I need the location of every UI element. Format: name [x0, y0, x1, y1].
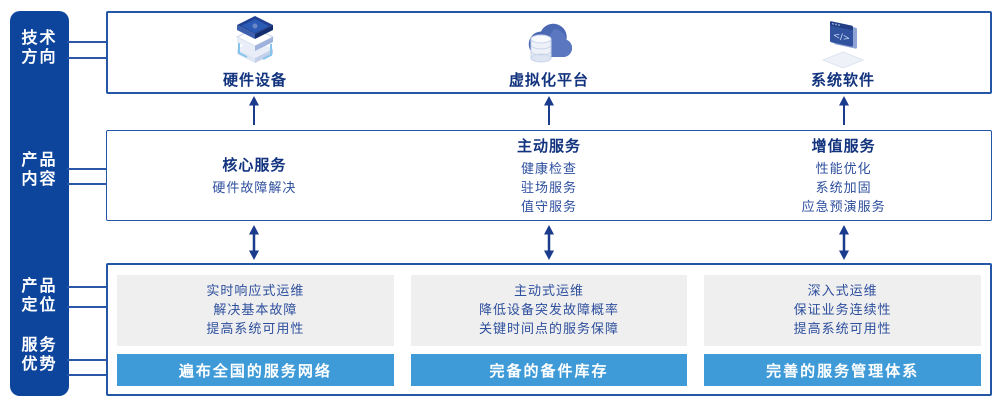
service-col-value-added: 增值服务 性能优化 系统加固 应急预演服务 — [696, 131, 991, 220]
service-heading: 核心服务 — [222, 155, 287, 174]
sidebar-label-line: 产品 — [21, 150, 58, 169]
connector-line — [67, 306, 106, 308]
positioning-point: 主动式运维 — [514, 284, 585, 299]
service-item: 驻场服务 — [521, 180, 578, 196]
connector-line — [67, 359, 106, 361]
service-heading: 增值服务 — [811, 136, 876, 155]
sidebar-label-line: 优势 — [21, 354, 58, 373]
service-item: 值守服务 — [521, 199, 578, 215]
positioning-panel: 主动式运维 降低设备突发故障概率 关键时间点的服务保障 — [410, 275, 688, 346]
connector-line — [67, 41, 106, 43]
product-content-box: 核心服务 硬件故障解决 主动服务 健康检查 驻场服务 值守服务 增值服务 性能优… — [106, 130, 992, 221]
cloud-database-icon — [521, 16, 577, 68]
tech-direction-box: 硬件设备 虚拟化平台 — [106, 11, 992, 94]
code-glyph: </> — [833, 30, 850, 44]
sidebar-label-line: 内容 — [21, 169, 58, 188]
advantage-bar: 完善的服务管理体系 — [704, 354, 982, 386]
positioning-point: 保证业务连续性 — [793, 303, 892, 318]
sidebar-label-line: 定位 — [21, 295, 58, 314]
up-arrow — [249, 96, 259, 125]
sidebar-label-product-content: 产品 内容 — [10, 150, 69, 188]
code-window-icon: </> — [815, 16, 871, 68]
service-item: 硬件故障解决 — [212, 180, 297, 196]
tech-col-hardware: 硬件设备 — [108, 13, 402, 92]
server-stack-icon — [227, 15, 283, 68]
positioning-panel: 深入式运维 保证业务连续性 提高系统可用性 — [704, 275, 982, 346]
positioning-point: 深入式运维 — [807, 284, 878, 299]
product-positioning-box: 实时响应式运维 解决基本故障 提高系统可用性 遍布全国的服务网络 主动式运维 降… — [106, 263, 992, 396]
service-col-core: 核心服务 硬件故障解决 — [107, 131, 402, 220]
up-arrow — [544, 96, 554, 125]
connector-line — [67, 374, 106, 376]
sidebar-label-product-positioning: 产品 定位 — [10, 276, 69, 314]
positioning-point: 实时响应式运维 — [206, 284, 305, 299]
sidebar-label-line: 技术 — [21, 28, 58, 47]
positioning-point: 降低设备突发故障概率 — [479, 303, 620, 318]
service-col-proactive: 主动服务 健康检查 驻场服务 值守服务 — [402, 131, 697, 220]
connector-line — [67, 286, 106, 288]
connector-line — [67, 168, 106, 170]
positioning-point: 解决基本故障 — [213, 303, 298, 318]
double-arrow — [544, 225, 554, 260]
service-item: 健康检查 — [521, 161, 578, 177]
tech-label-virtualization: 虚拟化平台 — [508, 70, 589, 89]
service-heading: 主动服务 — [517, 136, 582, 155]
category-sidebar: 技术 方向 产品 内容 产品 定位 服务 优势 — [10, 11, 69, 396]
positioning-point: 提高系统可用性 — [206, 322, 305, 337]
connector-line — [67, 183, 106, 185]
positioning-panel: 实时响应式运维 解决基本故障 提高系统可用性 — [117, 275, 394, 346]
service-item: 性能优化 — [815, 161, 872, 177]
tech-col-system-software: </> 系统软件 — [696, 13, 990, 92]
advantage-bar: 遍布全国的服务网络 — [117, 354, 394, 386]
double-arrow — [839, 225, 849, 260]
sidebar-label-tech-direction: 技术 方向 — [10, 28, 69, 66]
positioning-col-proactive: 主动式运维 降低设备突发故障概率 关键时间点的服务保障 完备的备件库存 — [410, 275, 688, 386]
sidebar-label-line: 方向 — [21, 47, 58, 66]
double-arrow — [249, 225, 259, 260]
tech-label-hardware: 硬件设备 — [222, 70, 287, 89]
advantage-bar: 完备的备件库存 — [410, 354, 688, 386]
positioning-col-realtime: 实时响应式运维 解决基本故障 提高系统可用性 遍布全国的服务网络 — [117, 275, 394, 386]
service-item: 系统加固 — [815, 180, 872, 196]
tech-col-virtualization: 虚拟化平台 — [402, 13, 696, 92]
connector-line — [67, 57, 106, 59]
sidebar-label-line: 产品 — [21, 276, 58, 295]
up-arrow — [839, 96, 849, 125]
service-item: 应急预演服务 — [801, 199, 886, 215]
positioning-col-deep: 深入式运维 保证业务连续性 提高系统可用性 完善的服务管理体系 — [704, 275, 982, 386]
positioning-point: 关键时间点的服务保障 — [479, 322, 620, 337]
sidebar-label-service-advantage: 服务 优势 — [10, 335, 69, 373]
positioning-point: 提高系统可用性 — [793, 322, 892, 337]
tech-label-system-software: 系统软件 — [810, 70, 875, 89]
sidebar-label-line: 服务 — [21, 335, 58, 354]
